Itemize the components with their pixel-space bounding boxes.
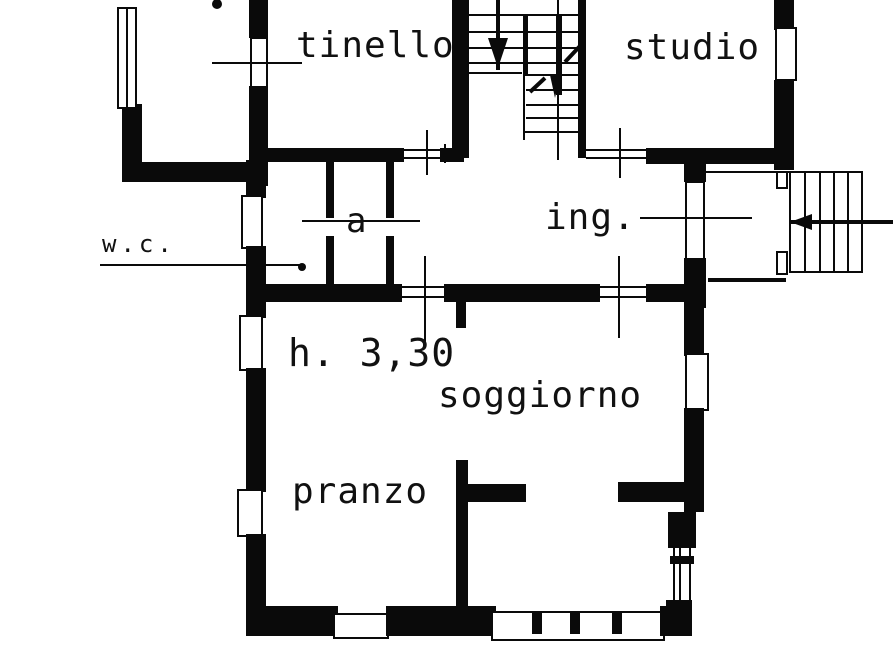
room-label-ingresso: ing.: [545, 197, 636, 238]
room-label-wc: w.c.: [102, 230, 176, 258]
door-tinello: [404, 130, 446, 175]
interior-partitions: [456, 460, 690, 612]
living-outer-walls: [237, 300, 709, 641]
room-label-tinello: tinello: [296, 25, 455, 66]
room-label-a: a: [346, 201, 368, 241]
room-label-soggiorno: soggiorno: [438, 375, 643, 416]
tinello-bottom-wall: [252, 148, 404, 162]
staircase: [462, 0, 586, 160]
room-label-pranzo: pranzo: [292, 471, 429, 512]
soggiorno-top-wall: [246, 256, 700, 342]
tinello-right-wall: [452, 0, 464, 160]
wc-closet-block: [100, 160, 420, 312]
room-label-studio: studio: [624, 27, 761, 68]
entrance-steps: [789, 171, 893, 273]
studio-bottom-wall: [586, 128, 786, 178]
upper-left-room: [117, 0, 252, 182]
studio-right-wall: [774, 0, 797, 170]
ceiling-height-annotation: h. 3,30: [288, 331, 456, 375]
